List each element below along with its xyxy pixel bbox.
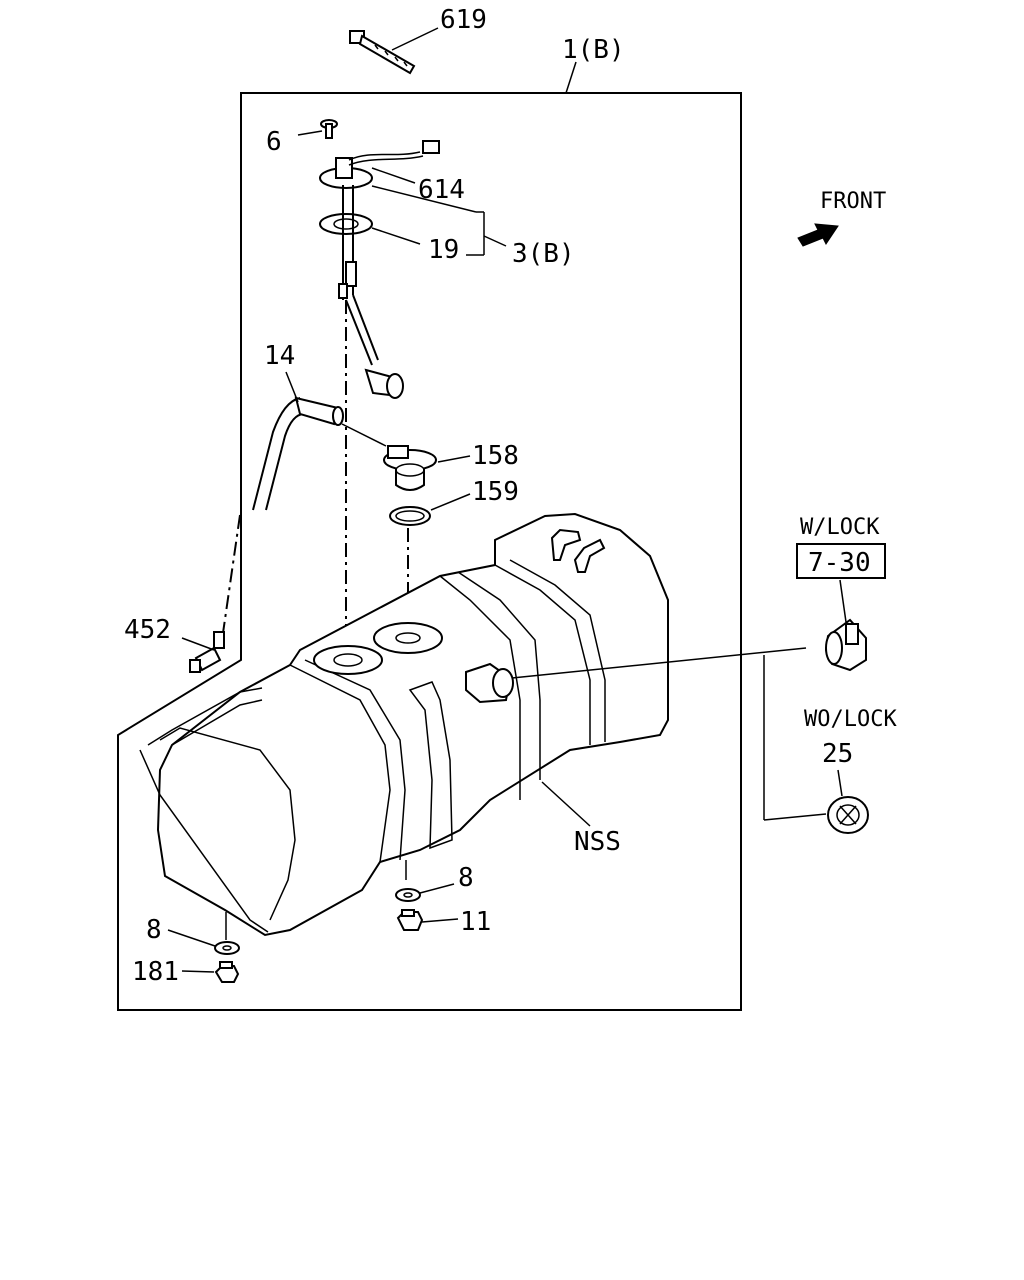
arrow-icon <box>797 223 839 247</box>
breather-fitting <box>383 445 437 491</box>
nut-left <box>214 961 240 983</box>
label-6: 6 <box>266 127 282 157</box>
label-159: 159 <box>472 477 519 507</box>
hose-clip <box>189 631 225 673</box>
label-11: 11 <box>460 907 491 937</box>
label-8-left: 8 <box>146 915 162 945</box>
label-19: 19 <box>428 235 459 265</box>
assembly-frame <box>117 92 742 1011</box>
label-25: 25 <box>822 739 853 769</box>
fuel-tank <box>139 512 669 937</box>
fuel-hose <box>252 396 344 511</box>
label-8-center: 8 <box>458 863 474 893</box>
label-w-lock: W/LOCK <box>800 515 880 540</box>
washer-left <box>214 941 240 955</box>
label-wo-lock: WO/LOCK <box>804 707 897 732</box>
label-3b: 3(B) <box>512 239 575 269</box>
locking-fuel-cap <box>824 618 867 672</box>
label-1b: 1(B) <box>562 35 625 65</box>
label-619: 619 <box>440 5 487 35</box>
fuel-cap <box>827 796 869 834</box>
label-452: 452 <box>124 615 171 645</box>
label-14: 14 <box>264 341 295 371</box>
gasket-ring <box>389 506 431 526</box>
fuel-sender-unit <box>319 119 440 399</box>
label-181: 181 <box>132 957 179 987</box>
label-front: FRONT <box>820 189 886 214</box>
label-158: 158 <box>472 441 519 471</box>
washer-center <box>395 888 421 902</box>
cable-tie-part <box>349 30 416 75</box>
label-614: 614 <box>418 175 465 205</box>
reference-box <box>796 543 886 579</box>
label-7-30: 7-30 <box>808 548 871 578</box>
nut-center <box>396 909 424 931</box>
label-nss: NSS <box>574 827 621 857</box>
